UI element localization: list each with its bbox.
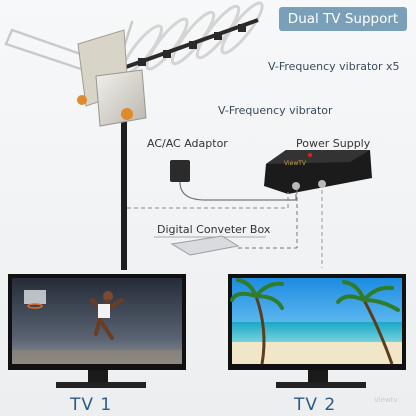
ac-adaptor — [170, 160, 190, 182]
watermark: Viewtv — [374, 396, 398, 404]
label-converter-box: Digital Conveter Box — [157, 223, 271, 236]
label-vibrator: V-Frequency vibrator — [218, 104, 333, 117]
power-supply-brand: ViewTV — [284, 160, 307, 167]
v-frequency-vibrators — [120, 1, 264, 76]
adaptor-cable — [179, 181, 297, 201]
knob-right — [121, 108, 133, 120]
port-b — [318, 180, 326, 188]
power-led — [308, 153, 312, 157]
label-adaptor: AC/AC Adaptor — [147, 137, 228, 150]
rotor-housing — [95, 69, 147, 127]
dual-tv-support-badge: Dual TV Support — [279, 7, 407, 31]
tv-2-label: TV 2 — [294, 395, 337, 415]
label-power-supply: Power Supply — [296, 137, 371, 150]
digital-converter-box — [170, 235, 240, 256]
director-clips — [138, 24, 246, 66]
antenna-mast — [121, 118, 127, 270]
tv-1-label: TV 1 — [70, 395, 113, 415]
label-vibrator-x5: V-Frequency vibrator x5 — [268, 60, 400, 73]
tv-2 — [228, 274, 406, 388]
port-a — [292, 182, 300, 190]
knob-left — [77, 95, 87, 105]
antenna-cable — [127, 192, 289, 209]
antenna-boom — [111, 18, 259, 74]
tv-1 — [8, 274, 186, 388]
